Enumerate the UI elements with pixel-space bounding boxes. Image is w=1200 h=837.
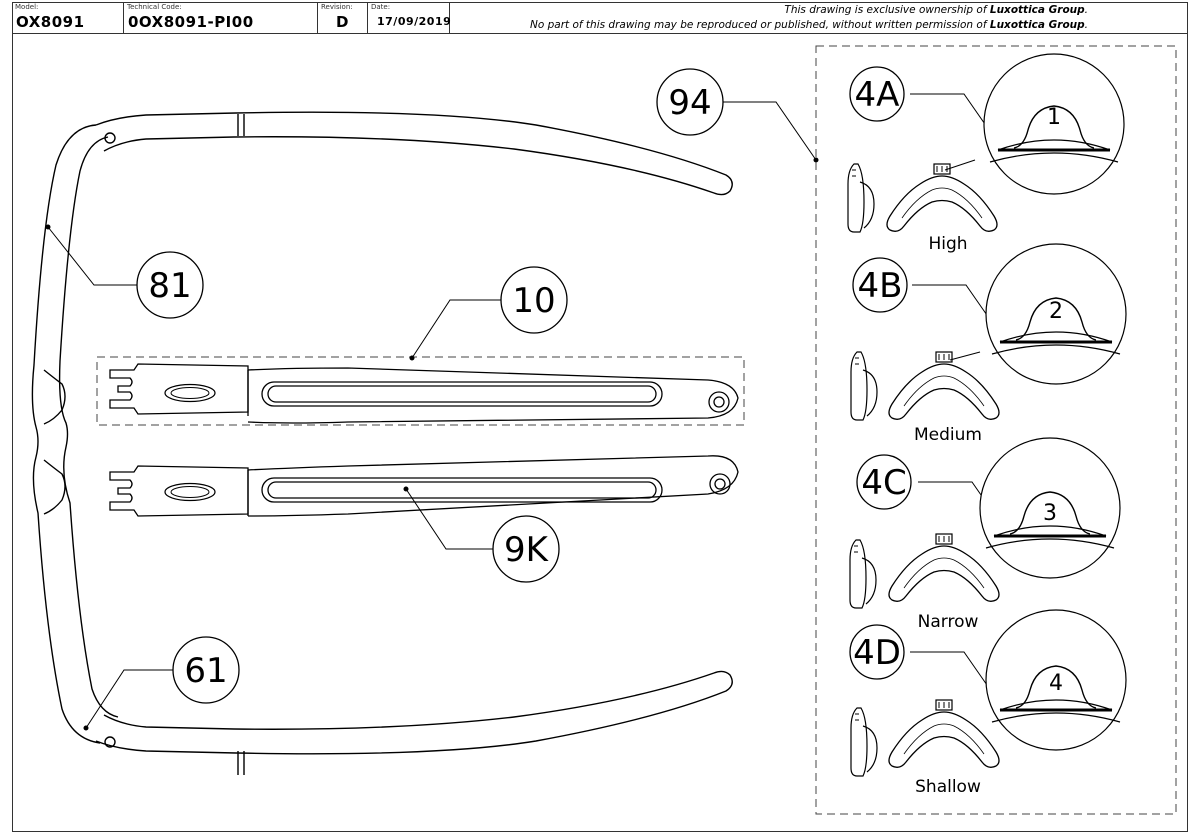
callout-61: 61 (172, 636, 240, 704)
model-cell: Model: OX8091 (12, 2, 124, 34)
upper-folded-temple (95, 111, 733, 196)
nose-pad-4b-caption: Medium (914, 425, 982, 445)
revision-value: D (336, 13, 349, 31)
callout-94-text: 94 (668, 83, 711, 123)
frame-front-outline (31, 124, 119, 744)
date-value: 17/09/2019 (377, 15, 452, 28)
nose-pad-4c-caption: Narrow (918, 612, 979, 632)
callout-81-text: 81 (148, 266, 191, 306)
nose-pad-4d-caption: Shallow (915, 777, 981, 797)
nose-pad-4c-code: 4C (861, 463, 906, 503)
lower-folded-temple (95, 670, 733, 775)
nose-pad-4d-number: 4 (1049, 671, 1063, 696)
leader-lines (45, 101, 819, 731)
technical-code-cell: Technical Code: 0OX8091-PI00 (124, 2, 318, 34)
notice-line2-brand: Luxottica Group (989, 19, 1085, 31)
notice-line1-brand: Luxottica Group (989, 4, 1085, 16)
notice-line2-suffix: . (1084, 19, 1088, 31)
nose-pad-4c-number: 3 (1043, 501, 1057, 526)
callout-9k: 9K (492, 515, 560, 583)
nose-pad-group-box (815, 45, 1177, 815)
callout-81: 81 (136, 251, 204, 319)
nose-pad-4b-code: 4B (858, 266, 903, 306)
nose-pad-4d-code: 4D (853, 633, 901, 673)
drawing-sheet-border (12, 2, 1188, 832)
notice-line1-suffix: . (1084, 4, 1088, 16)
callout-61-text: 61 (184, 651, 227, 691)
ownership-notice-line2: No part of this drawing may be reproduce… (530, 19, 1088, 31)
callout-94: 94 (656, 68, 724, 136)
nose-pad-4a-caption: High (928, 234, 967, 254)
temple-10-drawing (109, 363, 739, 424)
date-label: Date: (371, 3, 391, 11)
ownership-notice-line1: This drawing is exclusive ownership of L… (784, 4, 1088, 16)
nose-pad-4d: 4 4D Shallow (849, 609, 1127, 797)
revision-cell: Revision: D (318, 2, 368, 34)
notice-line1-text: This drawing is exclusive ownership of (784, 4, 990, 16)
date-cell: Date: 17/09/2019 (368, 2, 452, 34)
nose-pad-4c: 3 4C Narrow (849, 437, 1121, 632)
nose-pad-4a-code: 4A (855, 75, 900, 115)
callout-10-text: 10 (512, 281, 555, 321)
model-label: Model: (15, 3, 39, 11)
revision-label: Revision: (321, 3, 353, 11)
temple-9k-drawing (109, 455, 739, 517)
callout-10: 10 (500, 266, 568, 334)
temple-10-dashed-box (96, 356, 745, 426)
nose-pad-4a-number: 1 (1047, 105, 1061, 130)
technical-code-label: Technical Code: (127, 3, 182, 11)
model-value: OX8091 (16, 13, 85, 31)
technical-code-value: 0OX8091-PI00 (128, 13, 254, 31)
nose-pad-4b-number: 2 (1049, 299, 1063, 324)
nose-pad-4a: 1 4A High (847, 53, 1125, 254)
title-block: Model: OX8091 Technical Code: 0OX8091-PI… (12, 2, 1188, 34)
nose-pad-4b: 2 4B Medium (850, 243, 1127, 445)
callout-9k-text: 9K (504, 530, 550, 570)
notice-line2-text: No part of this drawing may be reproduce… (529, 19, 990, 31)
